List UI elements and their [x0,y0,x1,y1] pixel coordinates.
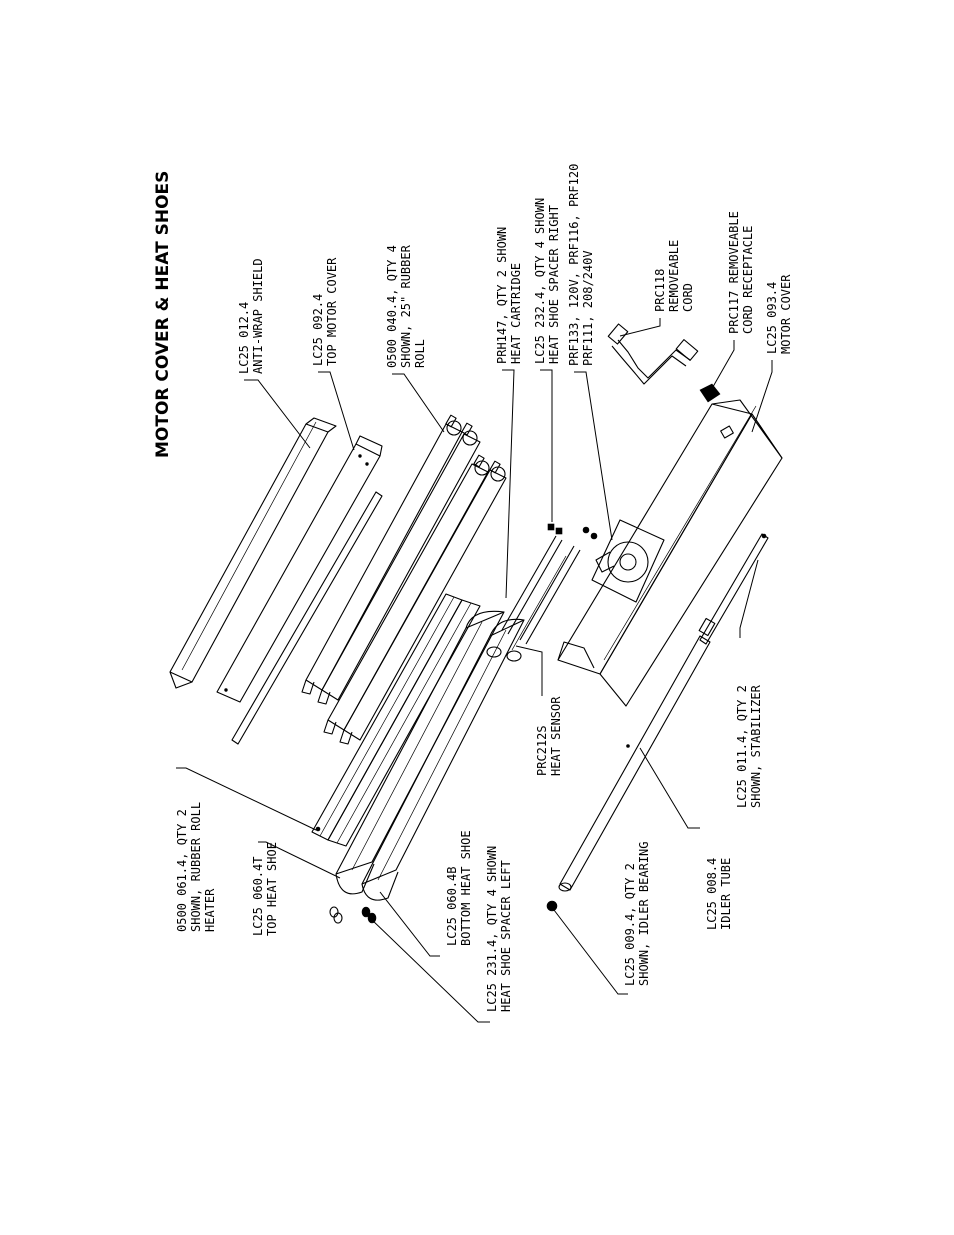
part-rubber-roll-upper [301,414,481,705]
callout-anti-wrap-shield: LC25 012.4 ANTI-WRAP SHIELD [237,258,265,374]
part-bottom-heat-shoe [361,618,525,901]
part-top-motor-cover [216,435,383,703]
leader-lines [176,318,773,1023]
callout-cord-receptacle: PRC117 REMOVEABLE CORD RECEPTACLE [727,204,755,334]
part-heat-shoe-spacer-right [547,523,563,535]
callouts: LC25 012.4 ANTI-WRAP SHIELD LC25 092.4 T… [175,156,793,1012]
callout-idler-bearing: LC25 009.4, QTY 2 SHOWN, IDLER BEARING [623,842,651,987]
part-anti-wrap-shield [169,417,337,689]
part-idler-tube [558,635,711,892]
part-motor-cover [557,399,783,707]
callout-motor: PRF133, 120V, PRF116, PRF120 PRF111, 208… [567,156,595,366]
callout-heat-cartridge: PRH147, QTY 2 SHOWN HEAT CARTRIDGE [495,219,523,364]
callout-rubber-roll: 0500 040.4, QTY 4 SHOWN, 25" RUBBER ROLL [385,238,427,368]
part-motor [582,519,665,603]
diagram-title: MOTOR COVER & HEAT SHOES [153,171,173,458]
callout-bottom-heat-shoe: LC25 060.4B BOTTOM HEAT SHOE [445,830,473,946]
part-heat-shoe-spacer-left [329,906,377,924]
callout-heat-sensor: PRC212S HEAT SENSOR [535,696,563,776]
part-cord-receptacle [699,383,721,403]
callout-stabilizer: LC25 011.4, QTY 2 SHOWN, STABILIZER [735,678,763,808]
callout-top-motor-cover: LC25 092.4 TOP MOTOR COVER [311,257,339,366]
parts-drawing [169,323,783,924]
part-stabilizer [698,533,769,645]
callout-heat-shoe-spacer-left: LC25 231.4, QTY 4 SHOWN HEAT SHOE SPACER… [485,839,513,1012]
callout-top-heat-shoe: LC25 060.4T TOP HEAT SHOE [251,842,279,936]
callout-rubber-roll-heater: 0500 061.4, QTY 2 SHOWN, RUBBER ROLL HEA… [175,795,217,932]
callout-heat-shoe-spacer-right: LC25 232.4, QTY 4 SHOWN HEAT SHOE SPACER… [533,191,561,364]
part-top-heat-shoe [335,610,505,895]
callout-removeable-cord: PRC118 REMOVEABLE CORD [653,233,695,312]
part-idler-bearing [546,900,558,912]
part-rubber-roll-lower [323,454,507,745]
part-shaft-rod [231,491,383,745]
callout-motor-cover: LC25 093.4 MOTOR COVER [765,274,793,354]
part-rubber-roll-heater [311,593,481,847]
part-heat-cartridges [501,535,581,651]
callout-idler-tube: LC25 008.4 IDLER TUBE [705,851,733,930]
part-removeable-cord [607,323,699,385]
